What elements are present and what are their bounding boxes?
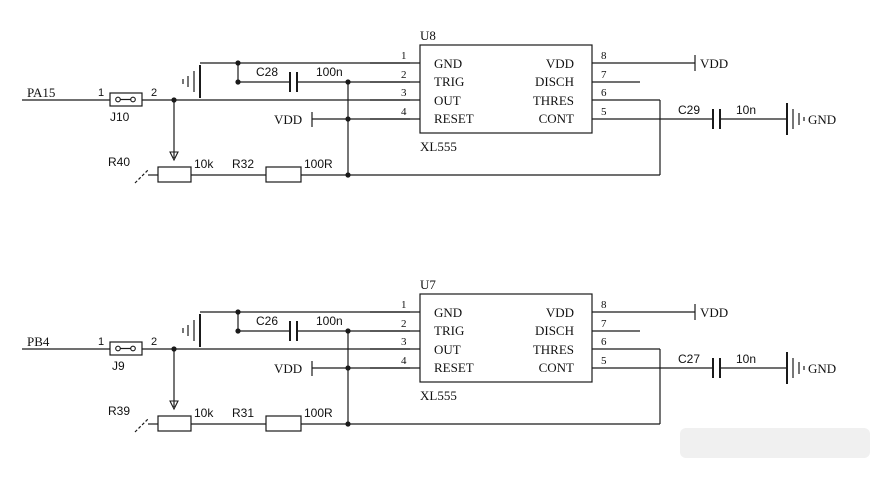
pot-ref: R40 [108, 155, 130, 169]
pin-name: GND [434, 305, 462, 320]
pin-num: 5 [601, 355, 607, 367]
pin-num: 4 [401, 106, 407, 118]
resistor: R32 100R [232, 157, 333, 183]
control-capacitor: C27 10n [640, 352, 786, 378]
pin-num: 5 [601, 106, 607, 118]
res-value: 100R [304, 157, 333, 171]
gnd-label: GND [808, 112, 836, 127]
vdd-out-label: VDD [700, 305, 728, 320]
gnd-label: GND [808, 361, 836, 376]
jumper-ref: J10 [110, 110, 130, 124]
chip-body [419, 44, 593, 134]
chip-ref: U7 [420, 277, 436, 292]
vdd-reset-label: VDD [274, 361, 302, 376]
pin-name: THRES [533, 93, 574, 108]
pin-num: 1 [401, 50, 407, 62]
pin-name: CONT [539, 111, 574, 126]
cap-value: 100n [316, 65, 343, 79]
pin-num: 8 [601, 299, 607, 311]
pin-num: 6 [601, 87, 607, 99]
watermark-area [680, 428, 870, 458]
ground-symbol-right [786, 352, 805, 384]
control-capacitor: C29 10n [640, 103, 786, 129]
timer-chip: U8 XL555 1 2 3 4 GND TRIG OUT RESET 8 7 … [370, 28, 640, 154]
pot-ref: R39 [108, 404, 130, 418]
chip-ref: U8 [420, 28, 436, 43]
jumper: 1 2 J9 [98, 336, 157, 373]
ground-symbol-left [182, 65, 201, 98]
pin-name: TRIG [434, 323, 464, 338]
jumper-pin2-label: 2 [151, 336, 157, 348]
pin-name: RESET [434, 111, 474, 126]
pin-name: VDD [546, 56, 574, 71]
potentiometer: R40 10k [108, 155, 214, 184]
cap-value: 100n [316, 314, 343, 328]
pin-num: 1 [401, 299, 407, 311]
pin-num: 6 [601, 336, 607, 348]
pin-name: DISCH [535, 74, 574, 89]
pin-num: 7 [601, 69, 607, 81]
jumper-ref: J9 [112, 359, 125, 373]
cap-value: 10n [736, 352, 756, 366]
pin-num: 4 [401, 355, 407, 367]
pin-name: OUT [434, 342, 461, 357]
timer-chip: U7 XL555 1 2 3 4 GND TRIG OUT RESET 8 7 … [370, 277, 640, 403]
cap-ref: C29 [678, 103, 700, 117]
vdd-out-label: VDD [700, 56, 728, 71]
cap-ref: C27 [678, 352, 700, 366]
cap-ref: C26 [256, 314, 278, 328]
timing-capacitor: C28 100n [238, 65, 410, 92]
vdd-reset-label: VDD [274, 112, 302, 127]
pin-num: 8 [601, 50, 607, 62]
res-ref: R32 [232, 157, 254, 171]
circuit-2: PB4 1 2 J9 C26 100n [22, 277, 836, 433]
pin-num: 7 [601, 318, 607, 330]
pin-name: VDD [546, 305, 574, 320]
pin-num: 3 [401, 87, 407, 99]
ground-symbol-left [182, 314, 201, 347]
pin-num: 2 [401, 318, 407, 330]
pin-name: THRES [533, 342, 574, 357]
pin-name: GND [434, 56, 462, 71]
jumper: 1 2 J10 [98, 87, 157, 124]
res-ref: R31 [232, 406, 254, 420]
cap-value: 10n [736, 103, 756, 117]
input-net-label: PB4 [27, 334, 50, 349]
pin-name: CONT [539, 360, 574, 375]
jumper-pin1-label: 1 [98, 336, 104, 348]
potentiometer: R39 10k [108, 404, 214, 433]
resistor: R31 100R [232, 406, 333, 432]
chip-part: XL555 [420, 388, 457, 403]
pin-name: OUT [434, 93, 461, 108]
circuit-1: PA15 1 2 J10 C28 100n [22, 28, 836, 184]
res-value: 100R [304, 406, 333, 420]
pin-num: 3 [401, 336, 407, 348]
timing-capacitor: C26 100n [238, 314, 410, 341]
chip-part: XL555 [420, 139, 457, 154]
input-net-label: PA15 [27, 85, 55, 100]
jumper-pin2-label: 2 [151, 87, 157, 99]
pin-name: TRIG [434, 74, 464, 89]
pot-value: 10k [194, 157, 214, 171]
cap-ref: C28 [256, 65, 278, 79]
jumper-pin1-label: 1 [98, 87, 104, 99]
pin-name: RESET [434, 360, 474, 375]
ground-symbol-right [786, 103, 805, 135]
pot-value: 10k [194, 406, 214, 420]
pin-name: DISCH [535, 323, 574, 338]
pin-num: 2 [401, 69, 407, 81]
